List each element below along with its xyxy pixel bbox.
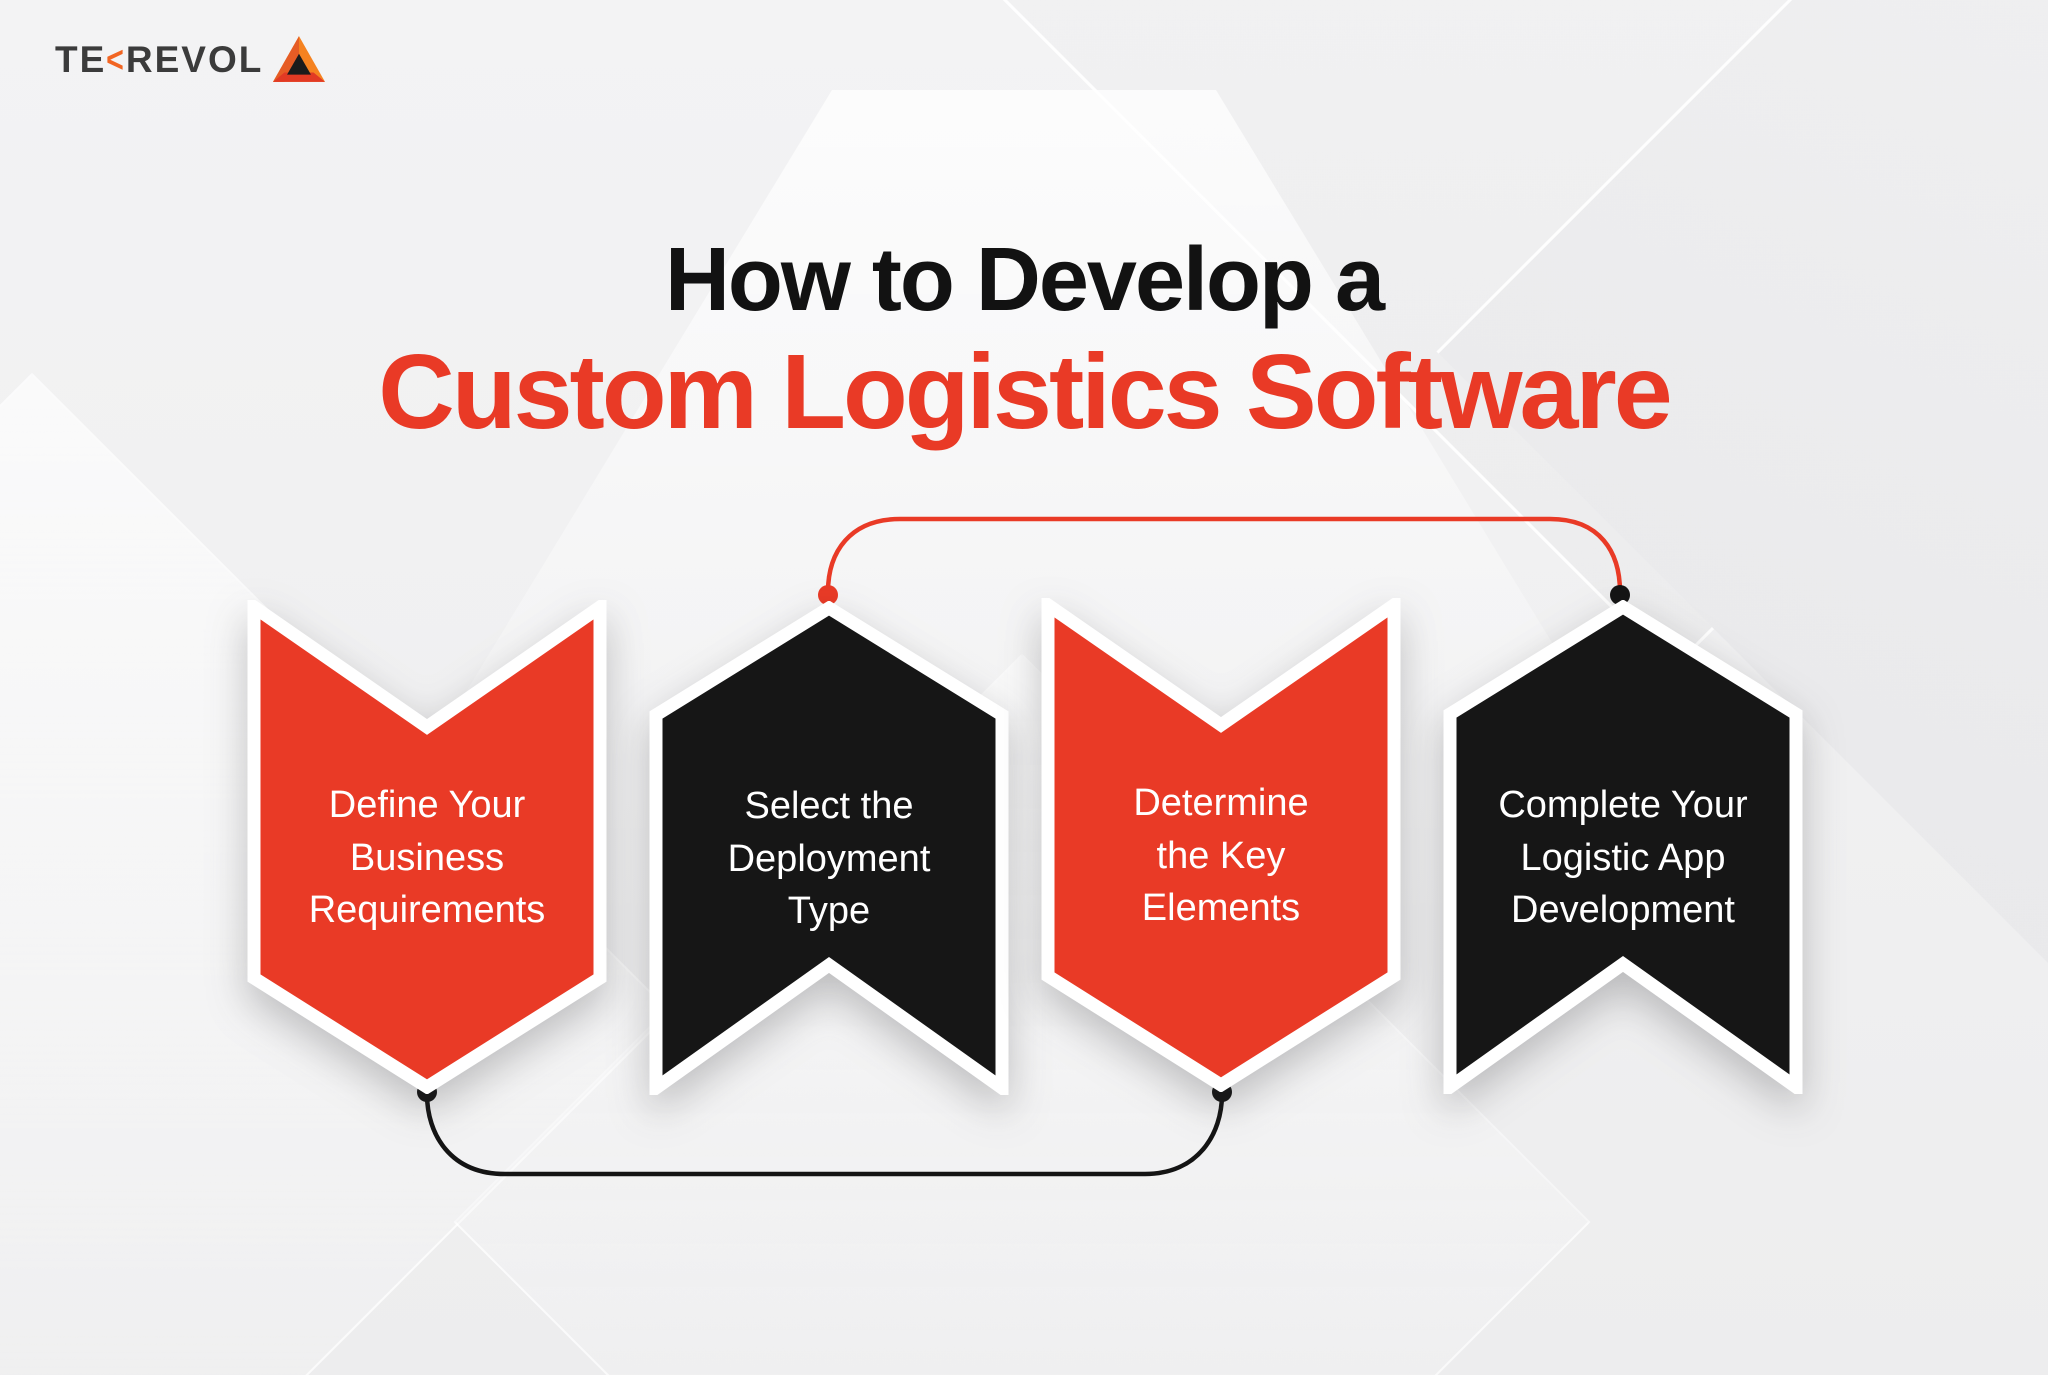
logo-text-right: REVOL xyxy=(125,38,264,80)
tekrevol-triangle-icon xyxy=(273,36,326,82)
logo-chevron-icon: < xyxy=(106,38,126,80)
step-banner-3: Determine the Key Elements xyxy=(1041,598,1401,1092)
connector-top-red xyxy=(825,516,1623,595)
step-banner-1: Define Your Business Requirements xyxy=(247,600,607,1094)
step-3-label: Determine the Key Elements xyxy=(1133,782,1309,930)
title-line-2: Custom Logistics Software xyxy=(378,333,1672,452)
step-2-label: Select the Deployment Type xyxy=(727,785,931,933)
step-banner-2: Select the Deployment Type xyxy=(649,601,1009,1095)
step-1-label: Define Your Business Requirements xyxy=(308,784,546,932)
connector-bottom-black xyxy=(424,1091,1225,1177)
step-banner-4: Complete Your Logistic App Development xyxy=(1443,600,1803,1094)
tekrevol-logo: TE<REVOL xyxy=(55,36,326,82)
step-4-label: Complete Your Logistic App Development xyxy=(1498,784,1748,932)
tekrevol-logo-wordmark: TE<REVOL xyxy=(55,41,263,78)
page-title: How to Develop a Custom Logistics Softwa… xyxy=(0,230,2048,452)
logo-text-left: TE xyxy=(55,38,107,80)
title-line-1: How to Develop a xyxy=(664,230,1385,330)
